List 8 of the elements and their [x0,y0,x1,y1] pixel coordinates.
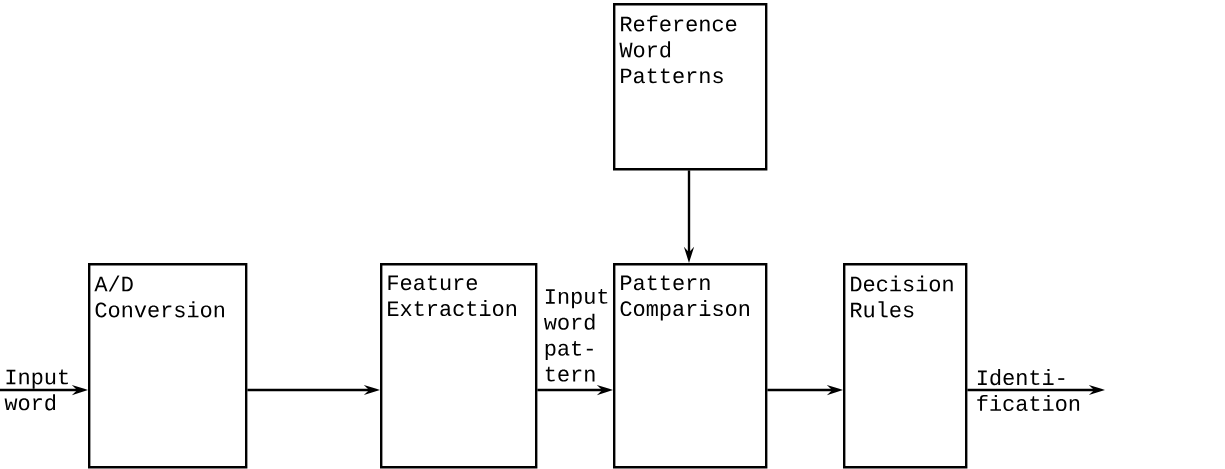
process-box: Feature Extraction [380,263,538,469]
process-box: Decision Rules [843,263,968,469]
edge-label: Input word pat-tern [544,289,608,382]
edge-label: Input word [4,369,68,411]
process-box: Reference Word Patterns [613,3,768,171]
process-box: Pattern Comparison [613,263,768,469]
edge-label: Identi-fication [977,369,1080,411]
process-box: A/D Conversion [88,263,248,469]
